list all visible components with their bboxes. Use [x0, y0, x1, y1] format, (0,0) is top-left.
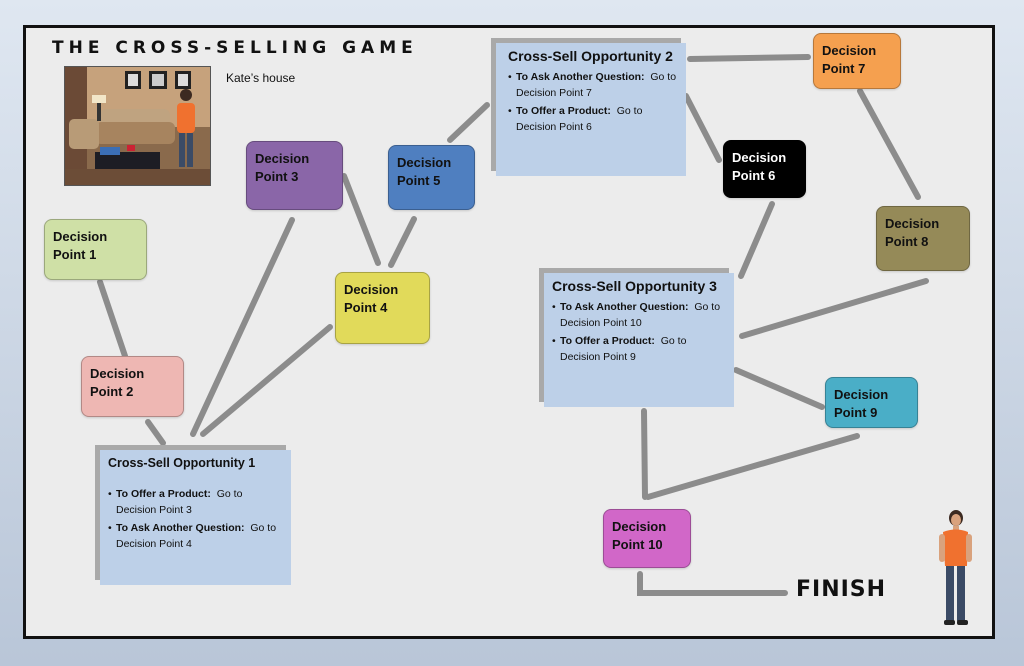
decision-point-5-line2: Point 5 [397, 173, 441, 188]
decision-point-9-line1: Decision [834, 387, 889, 402]
option-target: Go to Decision Point 3 [116, 488, 243, 516]
decision-point-10-line1: Decision [612, 519, 667, 534]
cross-sell-opportunity-3[interactable]: Cross-Sell Opportunity 3 To Ask Another … [544, 273, 734, 407]
cross-sell-1-option: To Ask Another Question: Go to Decision … [108, 520, 283, 552]
connector-cs1-dp3 [190, 217, 295, 437]
decision-point-8-line1: Decision [885, 216, 940, 231]
decision-point-10-line2: Point 10 [612, 537, 663, 552]
connector-cs3-dp9 [733, 367, 825, 410]
decision-point-1[interactable]: Decision Point 1 [44, 219, 147, 280]
cross-sell-3-option: To Ask Another Question: Go to Decision … [552, 299, 726, 331]
decision-point-6[interactable]: Decision Point 6 [723, 140, 806, 198]
connector-cs3-dp10 [641, 408, 648, 500]
decision-point-1-line2: Point 1 [53, 247, 97, 262]
decision-point-1-line1: Decision [53, 229, 108, 244]
cross-sell-opportunity-1-title: Cross-Sell Opportunity 1 [108, 456, 256, 470]
option-target: Go to Decision Point 6 [516, 105, 643, 133]
decision-point-7-line1: Decision [822, 43, 877, 58]
decision-point-5-line1: Decision [397, 155, 452, 170]
decision-point-6-line1: Decision [732, 150, 787, 165]
decision-point-8[interactable]: Decision Point 8 [876, 206, 970, 271]
connector-dp4-dp5 [388, 216, 417, 268]
connector-dp6-cs3 [738, 201, 775, 279]
decision-point-9[interactable]: Decision Point 9 [825, 377, 918, 428]
option-action: To Offer a Product: [116, 488, 211, 500]
option-target: Go to Decision Point 10 [560, 301, 721, 329]
cross-sell-opportunity-3-title: Cross-Sell Opportunity 3 [552, 278, 717, 294]
room-photo [64, 66, 211, 186]
photo-caption: Kate’s house [226, 71, 296, 85]
connector-dp5-cs2 [447, 102, 490, 143]
cross-sell-1-option: To Offer a Product: Go to Decision Point… [108, 486, 283, 518]
finish-label: FINISH [796, 577, 887, 602]
decision-point-7-line2: Point 7 [822, 61, 866, 76]
option-action: To Offer a Product: [516, 105, 611, 117]
connector-dp10-finish [637, 571, 788, 596]
option-target: Go to Decision Point 7 [516, 71, 677, 99]
decision-point-3-line1: Decision [255, 151, 310, 166]
option-target: Go to Decision Point 4 [116, 522, 277, 550]
option-action: To Offer a Product: [560, 335, 655, 347]
connector-dp8-cs3 [739, 278, 929, 339]
connector-dp9-dp10 [645, 433, 860, 500]
decision-point-3-line2: Point 3 [255, 169, 299, 184]
decision-point-6-line2: Point 6 [732, 168, 776, 183]
connector-dp3-dp4 [341, 173, 381, 266]
cross-sell-2-option: To Ask Another Question: Go to Decision … [508, 69, 678, 101]
decision-point-4-line1: Decision [344, 282, 399, 297]
decision-point-3[interactable]: Decision Point 3 [246, 141, 343, 210]
cross-sell-opportunity-2[interactable]: Cross-Sell Opportunity 2 To Ask Another … [496, 43, 686, 176]
woman-figure-illustration [935, 508, 975, 633]
cross-sell-opportunity-2-title: Cross-Sell Opportunity 2 [508, 48, 673, 64]
cross-sell-2-option: To Offer a Product: Go to Decision Point… [508, 103, 678, 135]
page-title: THE CROSS-SELLING GAME [52, 38, 418, 58]
decision-point-7[interactable]: Decision Point 7 [813, 33, 901, 89]
option-action: To Ask Another Question: [560, 301, 689, 313]
decision-point-2-line1: Decision [90, 366, 145, 381]
decision-point-9-line2: Point 9 [834, 405, 878, 420]
connector-dp1-dp2 [97, 279, 128, 359]
connector-cs2-dp6 [683, 93, 722, 163]
decision-point-2[interactable]: Decision Point 2 [81, 356, 184, 417]
connector-dp7-dp8 [857, 88, 921, 200]
decision-point-10[interactable]: Decision Point 10 [603, 509, 691, 568]
decision-point-5[interactable]: Decision Point 5 [388, 145, 475, 210]
cross-sell-3-option: To Offer a Product: Go to Decision Point… [552, 333, 726, 365]
decision-point-4-line2: Point 4 [344, 300, 388, 315]
option-target: Go to Decision Point 9 [560, 335, 687, 363]
option-action: To Ask Another Question: [116, 522, 245, 534]
option-action: To Ask Another Question: [516, 71, 645, 83]
connector-dp2-cs1 [145, 419, 166, 446]
decision-point-2-line2: Point 2 [90, 384, 134, 399]
connector-cs1-dp4 [200, 324, 333, 437]
connector-cs2-dp7 [687, 54, 811, 62]
decision-point-4[interactable]: Decision Point 4 [335, 272, 430, 344]
cross-sell-opportunity-1[interactable]: Cross-Sell Opportunity 1 To Offer a Prod… [100, 450, 291, 585]
decision-point-8-line2: Point 8 [885, 234, 929, 249]
